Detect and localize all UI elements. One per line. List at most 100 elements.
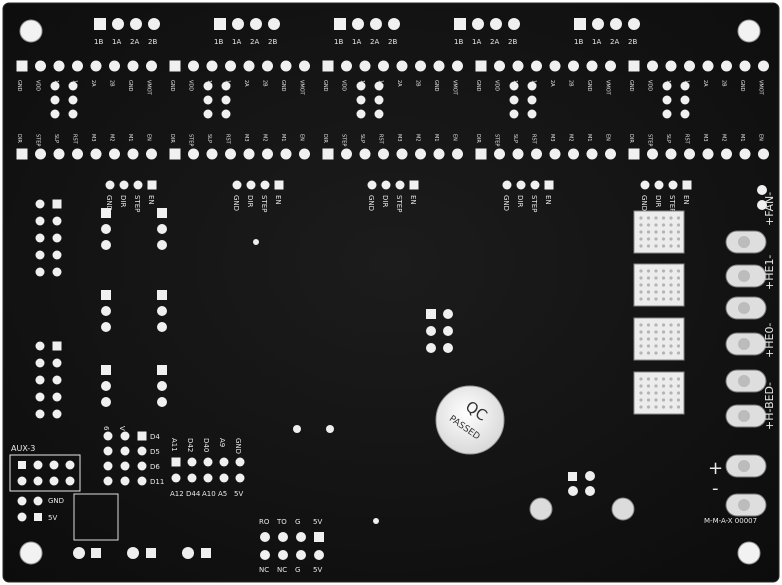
- pad: [157, 240, 167, 250]
- pad: [219, 457, 229, 467]
- driver-bottom-label: DIR: [475, 134, 481, 143]
- small-header-label: DIR: [119, 195, 127, 207]
- terminal-hole: [738, 410, 750, 422]
- pad-dot: [661, 351, 666, 355]
- pad-dot: [661, 216, 666, 220]
- analog-top-label: GND: [234, 438, 242, 454]
- pad: [157, 365, 167, 375]
- pad: [260, 532, 270, 542]
- pad: [494, 60, 505, 72]
- pad-dot: [676, 377, 681, 381]
- pad: [35, 216, 45, 226]
- analog-top-label: A9: [218, 438, 226, 447]
- pad-dot: [646, 344, 651, 348]
- driver-top-label: GND: [739, 80, 745, 92]
- driver-top-label: GND: [475, 80, 481, 92]
- small-header-label: STEP: [260, 195, 268, 212]
- driver-bottom-label: EN: [146, 134, 152, 141]
- right-silkscreen: +FAN- +HE1- +HE0- +H-BED- + - M-M-A-X 00…: [704, 192, 776, 525]
- small-header-label: DIR: [381, 195, 389, 207]
- pad: [374, 95, 384, 105]
- pad: [137, 476, 147, 486]
- pad-dot: [646, 377, 651, 381]
- pad: [187, 473, 197, 483]
- pad: [356, 81, 366, 91]
- pad: [146, 148, 157, 160]
- pad-dot: [669, 283, 673, 287]
- pad: [665, 148, 677, 160]
- pad-dot: [676, 330, 681, 334]
- pad: [94, 18, 106, 30]
- pad: [531, 60, 542, 72]
- pad-dot: [639, 230, 643, 234]
- pad: [502, 180, 512, 190]
- analog-bottom-label: A10: [202, 490, 216, 498]
- pad-dot: [676, 269, 681, 273]
- pad: [35, 392, 45, 402]
- driver-top-label: GND: [322, 80, 328, 92]
- pad: [680, 95, 690, 105]
- pad: [262, 148, 273, 160]
- aux3-label: AUX-3: [11, 444, 35, 453]
- motor-pin-label: 2A: [370, 38, 379, 46]
- pad-dot: [639, 405, 643, 409]
- pad-dot: [646, 269, 651, 273]
- motor-pin-label: 1A: [472, 38, 481, 46]
- pad: [109, 60, 120, 72]
- pad: [395, 180, 405, 190]
- pad: [225, 148, 236, 160]
- pad-dot: [676, 237, 681, 241]
- pad: [356, 95, 366, 105]
- motor-pin-label: 1B: [94, 38, 103, 46]
- pad: [334, 18, 346, 30]
- pad-dot: [646, 391, 651, 395]
- pad-dot: [646, 290, 651, 294]
- pad: [452, 148, 463, 160]
- driver-top-label: GND: [169, 80, 175, 92]
- pad: [509, 95, 519, 105]
- pad: [322, 148, 334, 160]
- pad: [53, 148, 65, 160]
- motor-pin-label: 2A: [130, 38, 139, 46]
- pad-dot: [639, 283, 643, 287]
- pad: [516, 180, 526, 190]
- pad: [605, 60, 616, 72]
- driver-bottom-label: SLP: [359, 134, 365, 143]
- pad-dot: [661, 330, 666, 334]
- pad-dot: [669, 377, 673, 381]
- driver-top-label: VDD: [188, 80, 194, 91]
- pad-dot: [669, 230, 673, 234]
- driver-top-label: 2A: [396, 80, 402, 87]
- pad: [35, 148, 46, 160]
- pad: [568, 148, 579, 160]
- pad-dot: [676, 384, 681, 388]
- pad: [296, 532, 306, 542]
- pad-dot: [669, 216, 673, 220]
- driver-top-label: VDD: [341, 80, 347, 91]
- pad: [508, 18, 520, 30]
- fan-label: +FAN-: [763, 192, 776, 226]
- pad-dot: [661, 384, 666, 388]
- driver-top-label: VDD: [494, 80, 500, 91]
- pad-dot: [676, 244, 681, 248]
- pad-dot: [646, 337, 651, 341]
- pad-dot: [639, 223, 643, 227]
- pad: [221, 81, 231, 91]
- terminal-hole: [738, 338, 750, 350]
- pad: [52, 216, 62, 226]
- driver-bottom-label: M3: [396, 134, 402, 142]
- driver-top-label: 2A: [90, 80, 96, 87]
- pad: [512, 148, 524, 160]
- driver-top-label: GND: [433, 80, 439, 92]
- analog-top-label: D42: [186, 438, 194, 452]
- pad-dot: [639, 216, 643, 220]
- he0-label: +HE0-: [763, 323, 776, 358]
- pad: [206, 148, 218, 160]
- driver-top-label: 2B: [262, 80, 268, 87]
- d-pin-label: D5: [150, 448, 160, 456]
- motor-pin-label: 2B: [268, 38, 277, 46]
- pad: [758, 60, 769, 72]
- pad: [374, 81, 384, 91]
- pad: [52, 341, 62, 351]
